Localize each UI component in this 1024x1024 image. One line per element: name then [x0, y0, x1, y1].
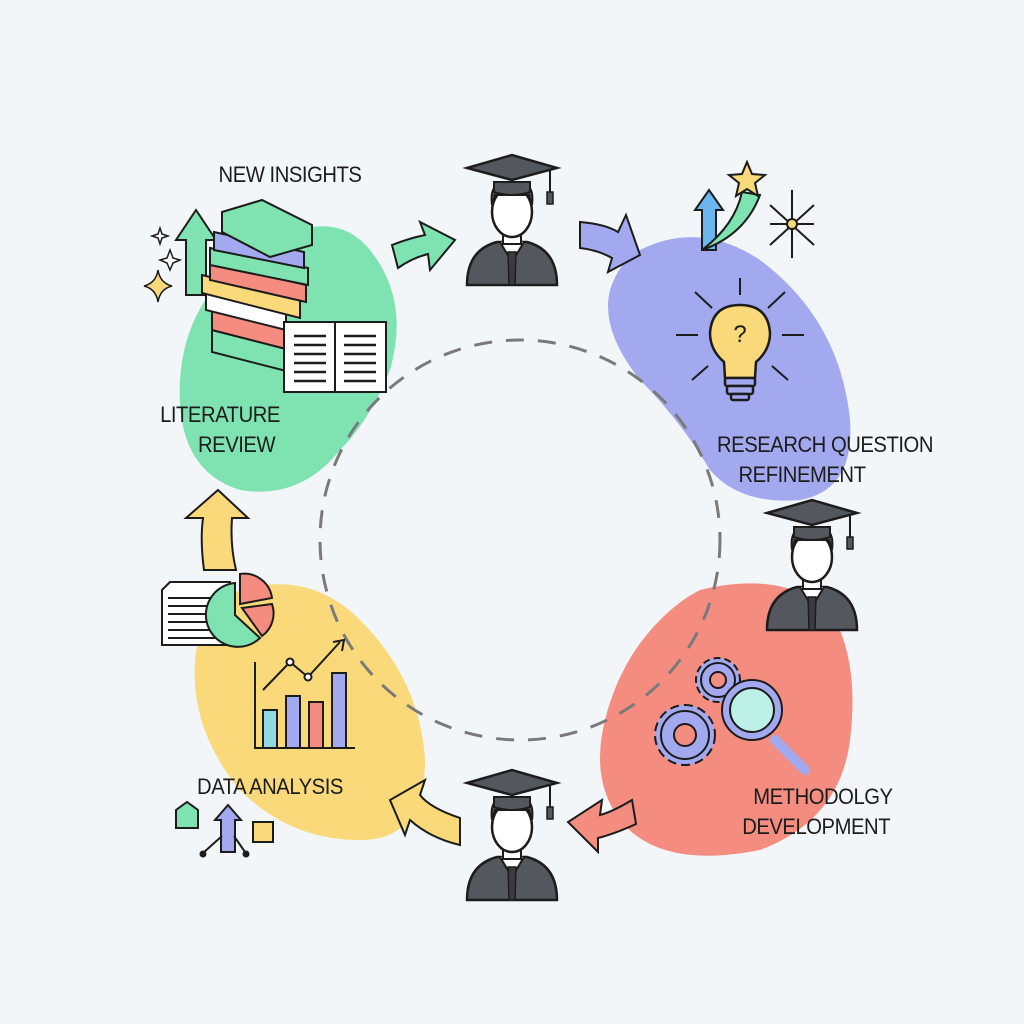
graduate-icon [765, 498, 859, 632]
magnifier-icon [721, 679, 810, 775]
stage-label-methodology-development: METHODOLGY DEVELOPMENT [742, 782, 908, 842]
stage-label-data-analysis: DATA ANALYSIS [192, 772, 348, 802]
gears-icon [654, 657, 741, 766]
arrow-red [566, 797, 638, 855]
star-icon [726, 159, 768, 199]
label-line: METHODOLGY [753, 784, 893, 809]
sparkle-icon [157, 247, 183, 272]
stage-label-research-question-refinement: RESEARCH QUESTION REFINEMENT [715, 430, 936, 490]
network-icon [175, 800, 274, 858]
open-book-icon [283, 321, 387, 393]
label-line: REVIEW [198, 432, 276, 457]
books-stack-icon [201, 198, 313, 374]
stage-label-literature-review: LITERATURE REVIEW [146, 400, 293, 460]
label-line: DATA ANALYSIS [197, 774, 343, 799]
svg-text:?: ? [733, 321, 746, 348]
label-line: LITERATURE [160, 402, 280, 427]
pie-chart-icon [204, 572, 275, 648]
new-insights-label: NEW INSIGHTS [218, 162, 362, 187]
label-line: REFINEMENT [738, 462, 866, 487]
star-arrow-icon [701, 190, 762, 251]
lightbulb-question-icon: ? [676, 278, 804, 402]
cycle-dashed-circle [318, 338, 722, 742]
arrow-purple [579, 212, 642, 274]
arrow-yellow-up [183, 488, 251, 571]
sparkle-icon [769, 190, 815, 258]
graduate-icon [465, 153, 559, 287]
label-line: RESEARCH QUESTION [717, 432, 933, 457]
sparkle-icon [149, 225, 171, 247]
sparkle-icon [143, 269, 173, 303]
graduate-icon [465, 768, 559, 902]
label-line: DEVELOPMENT [742, 814, 891, 839]
arrow-green [390, 219, 457, 273]
arrow-yellow-bottom [388, 777, 461, 847]
bar-chart-icon [254, 638, 355, 749]
